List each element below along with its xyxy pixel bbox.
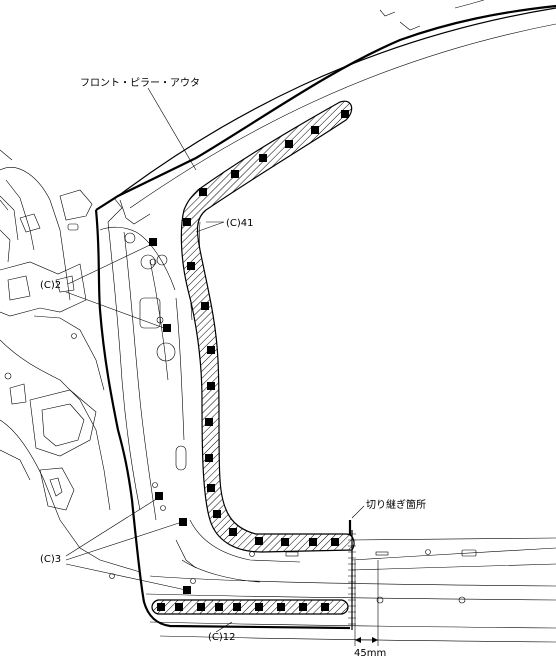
label-weld-c2: (C)2 <box>40 280 61 291</box>
cut-line <box>348 505 365 630</box>
weld-point <box>201 302 209 310</box>
weld-point <box>255 603 263 611</box>
label-dimension: 45mm <box>354 648 386 659</box>
weld-point <box>183 586 191 594</box>
weld-region-hatch <box>180 100 355 553</box>
weld-point <box>197 603 205 611</box>
weld-point <box>309 538 317 546</box>
weld-point <box>179 518 187 526</box>
weld-point <box>183 218 191 226</box>
label-weld-c3: (C)3 <box>40 554 61 565</box>
weld-point <box>213 510 221 518</box>
weld-point <box>277 603 285 611</box>
weld-point <box>299 603 307 611</box>
weld-point <box>205 454 213 462</box>
weld-point <box>157 603 165 611</box>
weld-point <box>205 418 213 426</box>
weld-point <box>199 188 207 196</box>
weld-point <box>285 140 293 148</box>
weld-point <box>231 170 239 178</box>
weld-point <box>321 603 329 611</box>
weld-point <box>259 154 267 162</box>
weld-point <box>341 110 349 118</box>
background-body-lines <box>0 0 556 643</box>
label-cut-point: 切り継ぎ箇所 <box>366 498 426 511</box>
weld-point <box>155 492 163 500</box>
weld-point <box>331 538 339 546</box>
weld-points <box>149 110 349 611</box>
weld-point <box>255 537 263 545</box>
label-front-pillar-outer: フロント・ピラー・アウタ <box>80 77 200 89</box>
weld-point <box>229 528 237 536</box>
weld-point <box>233 603 241 611</box>
weld-point <box>149 238 157 246</box>
weld-point <box>207 484 215 492</box>
weld-point <box>163 324 171 332</box>
weld-point <box>281 538 289 546</box>
label-weld-c41: (C)41 <box>226 218 254 229</box>
weld-point <box>175 603 183 611</box>
weld-point <box>207 346 215 354</box>
label-weld-c12: (C)12 <box>208 632 236 643</box>
leader-lines <box>65 87 233 633</box>
weld-point <box>187 262 195 270</box>
weld-point <box>215 603 223 611</box>
weld-point <box>207 382 215 390</box>
weld-point <box>311 126 319 134</box>
dimension-45mm <box>354 560 379 646</box>
